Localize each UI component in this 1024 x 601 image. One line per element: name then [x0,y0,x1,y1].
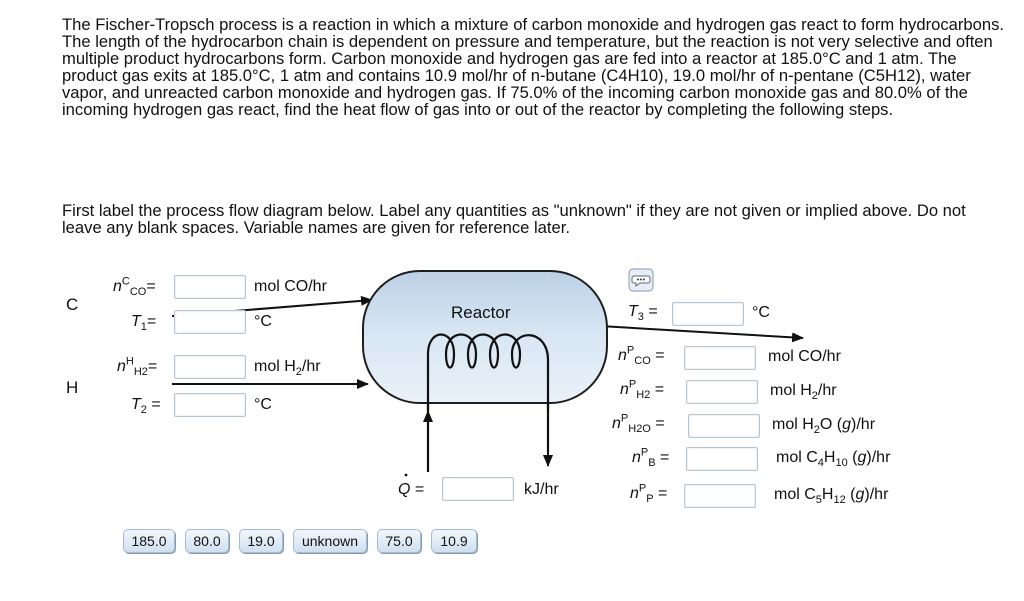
temp-2-unit: °C [254,396,272,413]
stream-c-label: C [66,295,79,314]
flow-p-pentane-label: nPP = [630,482,668,506]
problem-statement: The Fischer-Tropsch process is a reactio… [62,15,1004,119]
reactor-vessel [362,270,608,404]
product-arrow [599,325,804,343]
answer-chip[interactable]: 75.0 [377,529,421,553]
temp-3-unit: °C [752,304,770,321]
flow-h-h2-label: nHH2= [117,355,158,379]
flow-p-co-label: nPCO = [618,344,665,368]
flow-p-butane-label: nPB = [632,446,670,470]
flow-c-co-input[interactable] [174,275,246,299]
heat-input[interactable] [442,477,514,501]
temp-2-label: T2 = [131,396,161,417]
answer-chip[interactable]: 19.0 [239,529,283,553]
flow-p-butane-unit: mol C4H10 (g)/hr [776,449,891,470]
flow-c-co-label: nCCO= [113,275,156,299]
reactor-label: Reactor [451,303,511,322]
flow-p-co-input[interactable] [684,346,756,370]
answer-chip[interactable]: 80.0 [185,529,229,553]
flow-p-h2o-unit: mol H2O (g)/hr [772,416,876,437]
answer-chip[interactable]: 185.0 [123,529,175,553]
temp-2-input[interactable] [174,393,246,417]
heat-unit: kJ/hr [524,481,559,498]
stream-h-label: H [66,378,79,397]
speech-bubble-icon[interactable] [628,268,654,292]
flow-p-butane-input[interactable] [686,447,758,471]
flow-c-unit: mol CO/hr [254,278,327,295]
temp-3-input[interactable] [672,302,744,326]
flow-h-h2-input[interactable] [174,355,246,379]
temp-1-input[interactable] [174,310,246,334]
flow-p-co-unit: mol CO/hr [768,348,841,365]
flow-p-pentane-input[interactable] [684,484,756,508]
flow-p-pentane-unit: mol C5H12 (g)/hr [774,486,889,507]
heat-label: Q = [398,481,425,498]
instructions: First label the process flow diagram bel… [62,201,966,237]
answer-chip[interactable]: unknown [293,529,367,553]
flow-h-unit: mol H2/hr [254,358,321,379]
temp-1-label: T1= [131,313,157,334]
flow-p-h2-input[interactable] [686,380,758,404]
temp-3-label: T3 = [628,303,658,324]
flow-p-h2-label: nPH2 = [620,378,665,402]
answer-chip[interactable]: 10.9 [431,529,477,553]
temp-1-unit: °C [254,313,272,330]
flow-p-h2o-label: nPH2O = [612,412,665,436]
flow-p-h2-unit: mol H2/hr [770,382,837,403]
flow-p-h2o-input[interactable] [688,414,760,438]
